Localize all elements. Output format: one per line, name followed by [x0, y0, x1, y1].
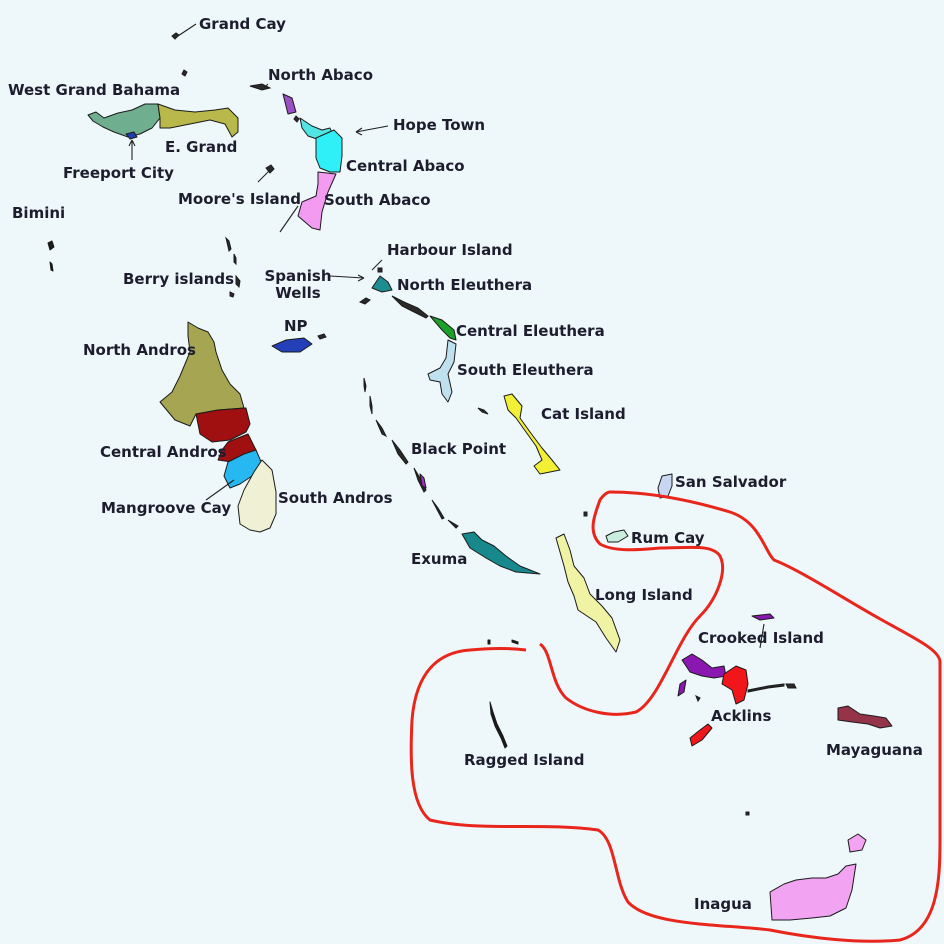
label-west-grand-bahama: West Grand Bahama: [8, 81, 181, 99]
spanish-wells-pointer: [329, 274, 365, 282]
hope-town-pointer: [355, 125, 389, 136]
exuma-cays-chain: [363, 377, 459, 529]
region-black-point[interactable]: [419, 473, 427, 489]
crooked-island-pointer: [759, 623, 765, 649]
label-e-grand: E. Grand: [165, 138, 238, 156]
north-abaco-cays: [249, 83, 300, 123]
label-ragged-island: Ragged Island: [464, 751, 585, 769]
region-inagua[interactable]: [769, 863, 857, 921]
region-south-andros[interactable]: [237, 459, 277, 533]
region-e-grand[interactable]: [157, 103, 239, 138]
region-san-salvador[interactable]: [657, 473, 673, 499]
label-exuma: Exuma: [411, 550, 468, 568]
harbour-island-pointer: [371, 259, 383, 271]
moores-island-pointer: [257, 169, 271, 183]
north-eleuthera-chain: [358, 295, 429, 319]
label-south-andros: South Andros: [278, 489, 393, 507]
label-central-abaco: Central Abaco: [346, 157, 465, 175]
label-berry-islands: Berry islands: [123, 270, 235, 288]
mayaguana-south-islet: [745, 811, 750, 816]
region-long-island[interactable]: [555, 533, 621, 653]
mangroove-cay-pointer: [205, 479, 235, 501]
region-bimini[interactable]: [47, 240, 55, 272]
region-west-grand-bahama[interactable]: [87, 103, 161, 138]
moores-island-islet: [265, 164, 275, 174]
label-long-island: Long Island: [595, 586, 693, 604]
label-central-eleuthera: Central Eleuthera: [456, 322, 605, 340]
label-grand-cay: Grand Cay: [199, 15, 286, 33]
harbour-island-islet: [377, 267, 383, 273]
north-abaco-pointer: [263, 83, 269, 89]
region-central-eleuthera[interactable]: [429, 315, 457, 341]
label-cat-island: Cat Island: [541, 405, 626, 423]
label-black-point: Black Point: [411, 440, 507, 458]
label-south-eleuthera: South Eleuthera: [457, 361, 594, 379]
label-inagua: Inagua: [694, 895, 752, 913]
region-south-eleuthera[interactable]: [427, 339, 457, 403]
label-hope-town: Hope Town: [393, 116, 486, 134]
region-ragged-island[interactable]: [487, 639, 519, 749]
grand-cay-islets: [171, 32, 188, 77]
label-mayaguana: Mayaguana: [826, 741, 923, 759]
freeport-city-pointer: [128, 139, 136, 160]
np-east-islet: [317, 333, 327, 340]
label-harbour-island: Harbour Island: [387, 241, 513, 259]
acklins-east-cays: [695, 683, 797, 703]
berry-islands-chain: [225, 236, 241, 298]
region-south-abaco[interactable]: [297, 171, 337, 231]
region-central-abaco[interactable]: [315, 129, 343, 173]
label-spanish-wells: Spanish Wells: [264, 267, 332, 302]
region-np[interactable]: [271, 337, 313, 353]
label-north-eleuthera: North Eleuthera: [397, 276, 533, 294]
highlight-outline: [409, 490, 942, 943]
region-mayaguana[interactable]: [837, 705, 893, 729]
region-rum-cay[interactable]: [605, 529, 629, 543]
label-central-andros: Central Andros: [100, 443, 227, 461]
region-north-abaco[interactable]: [282, 93, 297, 115]
region-inagua-islet: [847, 833, 867, 853]
label-acklins: Acklins: [711, 707, 772, 725]
region-crooked-island[interactable]: [681, 653, 727, 679]
region-north-eleuthera[interactable]: [371, 275, 393, 293]
cat-island-islet: [477, 407, 489, 415]
label-moores-island: Moore's Island: [178, 190, 302, 208]
label-north-abaco: North Abaco: [268, 66, 373, 84]
label-bimini: Bimini: [12, 204, 66, 222]
grand-cay-pointer: [177, 23, 197, 37]
south-abaco-pointer: [279, 205, 299, 233]
crooked-island-north-cay: [751, 613, 775, 621]
region-central-andros[interactable]: [195, 407, 251, 443]
region-freeport-city[interactable]: [125, 131, 138, 140]
acklins-south-cay: [689, 723, 713, 747]
label-freeport-city: Freeport City: [63, 164, 174, 182]
label-rum-cay: Rum Cay: [631, 529, 705, 547]
label-south-abaco: South Abaco: [324, 191, 431, 209]
label-san-salvador: San Salvador: [675, 473, 787, 491]
label-np: NP: [284, 317, 308, 335]
rum-cay-islet: [583, 511, 588, 517]
region-cat-island[interactable]: [503, 393, 561, 475]
crooked-island-west-islet: [677, 679, 687, 697]
label-mangroove-cay: Mangroove Cay: [101, 499, 232, 517]
region-acklins[interactable]: [721, 665, 749, 705]
region-exuma[interactable]: [461, 531, 541, 575]
label-north-andros: North Andros: [83, 341, 196, 359]
label-crooked-island: Crooked Island: [698, 629, 824, 647]
